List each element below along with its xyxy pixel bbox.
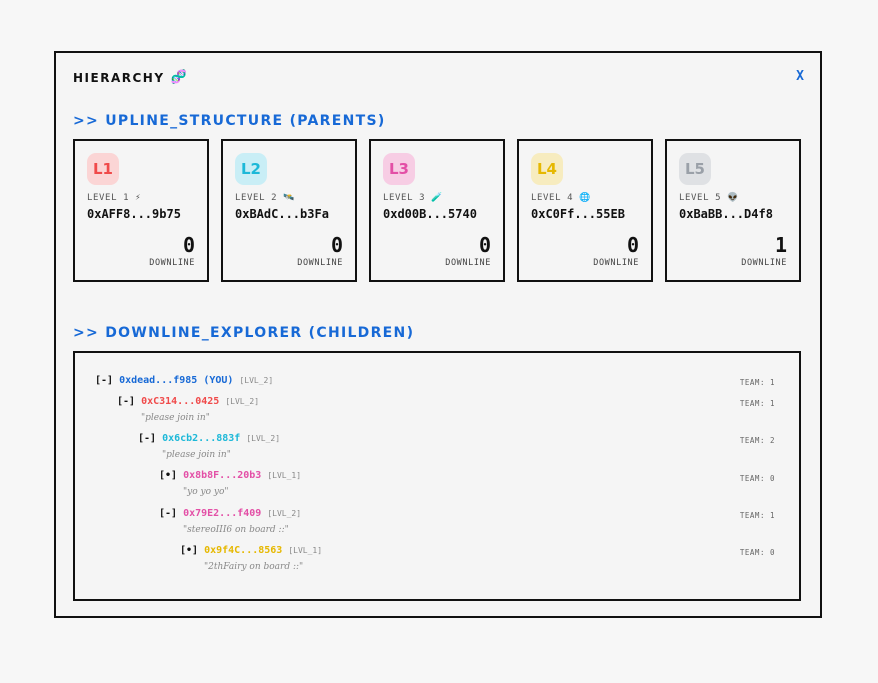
tree-node[interactable]: [-] 0xC314...0425 [LVL_2] (117, 396, 259, 407)
downline-label: DOWNLINE (297, 258, 343, 268)
node-message: "2thFairy on board ::" (204, 562, 304, 572)
upline-card-l3[interactable]: L3 LEVEL 3 🧪 0xd00B...5740 0 DOWNLINE (369, 139, 505, 282)
level-badge-icon: L1 (87, 153, 119, 185)
node-level-tag: [LVL_2] (246, 434, 281, 443)
level-label: LEVEL 5 👽 (679, 193, 739, 203)
node-address: 0x79E2...f409 (183, 508, 262, 519)
node-address: 0xC314...0425 (141, 396, 220, 407)
downline-label: DOWNLINE (741, 258, 787, 268)
leaf-marker[interactable]: [•] (180, 545, 199, 556)
downline-count: 1 (774, 233, 787, 257)
downline-count: 0 (478, 233, 491, 257)
node-message: "please join in" (141, 413, 210, 423)
title-text: HIERARCHY (73, 70, 165, 85)
team-count: TEAM: 1 (739, 399, 775, 408)
node-address: 0xdead...f985 (YOU) (119, 375, 234, 386)
node-message: "yo yo yo" (183, 487, 229, 497)
tree-node[interactable]: [•] 0x8b8F...20b3 [LVL_1] (159, 470, 301, 481)
modal-title: HIERARCHY 🧬 (73, 70, 188, 85)
downline-count: 0 (626, 233, 639, 257)
level-badge-icon: L3 (383, 153, 415, 185)
collapse-toggle[interactable]: [-] (138, 433, 157, 444)
level-badge-icon: L2 (235, 153, 267, 185)
upline-heading: >> UPLINE_STRUCTURE (PARENTS) (73, 113, 386, 129)
node-message: "stereoIII6 on board ::" (183, 525, 289, 535)
node-level-tag: [LVL_1] (267, 471, 302, 480)
level-badge-icon: L5 (679, 153, 711, 185)
node-level-tag: [LVL_2] (239, 376, 274, 385)
team-count: TEAM: 1 (739, 511, 775, 520)
team-count: TEAM: 1 (739, 378, 775, 387)
team-count: TEAM: 0 (739, 474, 775, 483)
collapse-toggle[interactable]: [-] (95, 375, 114, 386)
collapse-toggle[interactable]: [-] (117, 396, 136, 407)
node-level-tag: [LVL_1] (288, 546, 323, 555)
close-button[interactable]: X (796, 69, 804, 84)
wallet-address: 0xd00B...5740 (383, 207, 477, 221)
wallet-address: 0xC0Ff...55EB (531, 207, 625, 221)
upline-card-l2[interactable]: L2 LEVEL 2 🛰️ 0xBAdC...b3Fa 0 DOWNLINE (221, 139, 357, 282)
collapse-toggle[interactable]: [-] (159, 508, 178, 519)
node-address: 0x9f4C...8563 (204, 545, 283, 556)
level-label: LEVEL 2 🛰️ (235, 193, 295, 203)
downline-label: DOWNLINE (149, 258, 195, 268)
downline-count: 0 (182, 233, 195, 257)
downline-label: DOWNLINE (445, 258, 491, 268)
leaf-marker[interactable]: [•] (159, 470, 178, 481)
node-message: "please join in" (162, 450, 231, 460)
node-level-tag: [LVL_2] (267, 509, 302, 518)
node-address: 0x8b8F...20b3 (183, 470, 262, 481)
wallet-address: 0xBAdC...b3Fa (235, 207, 329, 221)
wallet-address: 0xBaBB...D4f8 (679, 207, 773, 221)
level-badge-icon: L4 (531, 153, 563, 185)
tree-node[interactable]: [•] 0x9f4C...8563 [LVL_1] (180, 545, 322, 556)
tree-node[interactable]: [-] 0x6cb2...883f [LVL_2] (138, 433, 280, 444)
dna-icon: 🧬 (170, 70, 189, 85)
downline-count: 0 (330, 233, 343, 257)
wallet-address: 0xAFF8...9b75 (87, 207, 181, 221)
downline-heading: >> DOWNLINE_EXPLORER (CHILDREN) (73, 325, 415, 341)
hierarchy-modal: HIERARCHY 🧬 X >> UPLINE_STRUCTURE (PAREN… (54, 51, 822, 618)
downline-tree: [-] 0xdead...f985 (YOU) [LVL_2] TEAM: 1 … (73, 351, 801, 601)
level-label: LEVEL 4 🌐 (531, 193, 591, 203)
node-level-tag: [LVL_2] (225, 397, 260, 406)
level-label: LEVEL 1 ⚡ (87, 193, 142, 203)
tree-node[interactable]: [-] 0x79E2...f409 [LVL_2] (159, 508, 301, 519)
upline-card-l4[interactable]: L4 LEVEL 4 🌐 0xC0Ff...55EB 0 DOWNLINE (517, 139, 653, 282)
team-count: TEAM: 2 (739, 436, 775, 445)
team-count: TEAM: 0 (739, 548, 775, 557)
upline-card-l1[interactable]: L1 LEVEL 1 ⚡ 0xAFF8...9b75 0 DOWNLINE (73, 139, 209, 282)
downline-label: DOWNLINE (593, 258, 639, 268)
upline-card-l5[interactable]: L5 LEVEL 5 👽 0xBaBB...D4f8 1 DOWNLINE (665, 139, 801, 282)
tree-node-root[interactable]: [-] 0xdead...f985 (YOU) [LVL_2] (95, 375, 273, 386)
upline-cards: L1 LEVEL 1 ⚡ 0xAFF8...9b75 0 DOWNLINE L2… (73, 139, 801, 282)
level-label: LEVEL 3 🧪 (383, 193, 443, 203)
node-address: 0x6cb2...883f (162, 433, 241, 444)
